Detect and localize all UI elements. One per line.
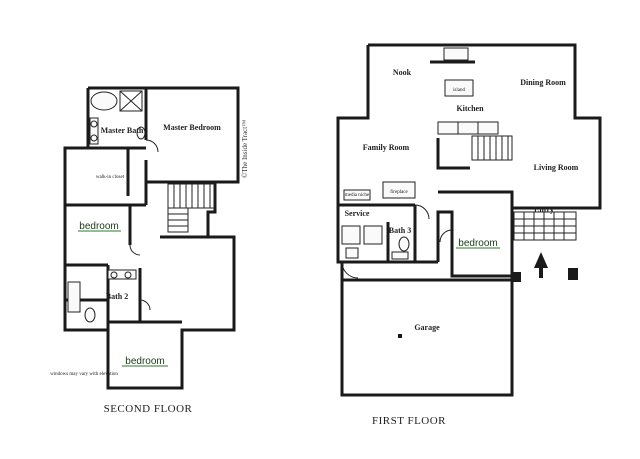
fireplace-label: fireplace: [390, 190, 408, 195]
copyright-text: ©The Inside Tract™: [241, 120, 249, 178]
bedroom-b-label: bedroom: [125, 356, 164, 367]
shower-icon: [119, 90, 143, 112]
wall-bedroom-ff: [436, 190, 514, 278]
master-bath-label: Master Bath: [101, 126, 144, 135]
entry-tile: [513, 211, 577, 241]
elevation-note: windows may vary with elevation: [50, 372, 118, 377]
media-niche: [343, 189, 371, 201]
dryer-icon: [363, 225, 383, 245]
wall-stair-core: [436, 138, 470, 170]
toilet-icon: [136, 126, 146, 140]
first-floor-plan: Nook island Kitchen Dining Room Living R…: [336, 43, 602, 427]
bedroom-a-label: bedroom: [79, 221, 118, 232]
bedroom-ff-label: bedroom: [458, 238, 497, 249]
sink-icon-2: [90, 134, 98, 142]
second-floor-outer-wall: [63, 86, 240, 390]
nook-label: Nook: [393, 68, 412, 77]
first-floor-stairs: [471, 135, 513, 161]
fireplace-icon: [382, 181, 416, 199]
second-floor-stairs: [167, 183, 215, 233]
walk-in-closet-label: walk-in closet: [96, 175, 125, 180]
second-floor-plan: Master Bath Master Bedroom walk-in close…: [50, 86, 249, 415]
first-floor-title: FIRST FLOOR: [372, 415, 446, 427]
porch-column-2: [568, 268, 578, 280]
entry-arrow-icon: [534, 252, 548, 278]
bath-3-label: Bath 3: [389, 226, 411, 235]
garage-post: [398, 334, 402, 338]
porch-column: [513, 272, 521, 282]
bath2-vanity-icon: [107, 269, 137, 280]
door-swing-icon-2: [129, 244, 141, 256]
bath3-sink-icon: [391, 251, 409, 260]
garage-label: Garage: [414, 323, 440, 332]
sink-service-icon: [345, 247, 359, 259]
bath2-toilet-icon: [84, 307, 96, 323]
kitchen-label: Kitchen: [456, 104, 484, 113]
family-room-label: Family Room: [363, 143, 410, 152]
bath2-sink-icon-2: [124, 271, 132, 279]
second-floor-title: SECOND FLOOR: [104, 403, 193, 415]
washer-icon: [341, 225, 361, 245]
kitchen-counter: [437, 121, 499, 135]
door-swing-icon-ff-3: [439, 229, 453, 243]
bath-2-label: Bath 2: [106, 292, 128, 301]
vanity-icon: [89, 117, 99, 145]
service-label: Service: [345, 209, 370, 218]
first-floor-outer-wall: [336, 43, 602, 397]
living-room-label: Living Room: [534, 163, 579, 172]
dining-room-label: Dining Room: [520, 78, 566, 87]
bath3-toilet-icon: [398, 236, 410, 252]
bath2-tub-icon: [67, 281, 81, 313]
entry-label: Entry: [534, 205, 554, 214]
door-swing-icon-ff: [414, 204, 430, 220]
door-swing-icon-ff-2: [341, 261, 359, 279]
bath2-sink-icon: [110, 271, 118, 279]
master-bedroom-label: Master Bedroom: [163, 123, 221, 132]
range-icon: [443, 47, 469, 61]
bathtub-icon: [90, 91, 118, 111]
kitchen-island: [444, 79, 474, 97]
island-label: island: [453, 88, 465, 93]
sink-icon: [90, 120, 98, 128]
door-swing-icon: [145, 139, 159, 153]
media-niche-label: media niche: [345, 193, 370, 198]
door-swing-icon-3: [139, 299, 151, 311]
